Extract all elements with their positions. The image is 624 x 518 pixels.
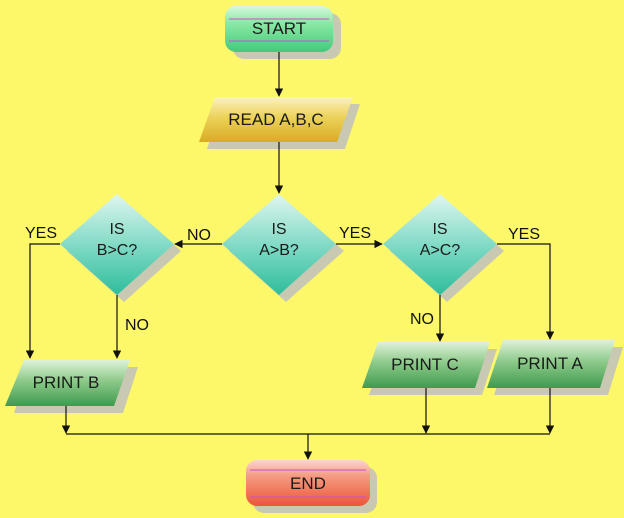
edge-label-bc-no: NO bbox=[125, 317, 149, 334]
edge-label-ac-no: NO bbox=[410, 311, 434, 328]
decision-ab-line2: A>B? bbox=[259, 242, 299, 259]
decision-ab-node bbox=[222, 194, 344, 302]
edge-label-ab-no: NO bbox=[187, 227, 211, 244]
decision-ab-label: IS A>B? bbox=[229, 222, 329, 259]
edge-label-ac-yes: YES bbox=[508, 226, 541, 243]
connectors bbox=[25, 52, 555, 460]
print-a-node bbox=[487, 340, 623, 395]
read-node bbox=[199, 97, 360, 149]
print-b-node bbox=[5, 360, 138, 413]
print-b-label: PRINT B bbox=[32, 373, 100, 392]
end-node bbox=[246, 460, 377, 513]
read-label: READ A,B,C bbox=[228, 110, 324, 129]
print-c-label: PRINT C bbox=[391, 355, 459, 374]
start-label: START bbox=[251, 19, 307, 38]
end-label: END bbox=[290, 474, 326, 493]
decision-ac-line1: IS bbox=[432, 221, 448, 238]
edge-ac-yes bbox=[497, 243, 555, 340]
edge-bc-yes bbox=[25, 243, 60, 359]
edge-label-bc-yes: YES bbox=[25, 225, 58, 242]
decision-ac-line2: A>C? bbox=[419, 242, 461, 259]
decision-bc-node bbox=[60, 194, 181, 302]
decision-bc-label: IS B>C? bbox=[67, 222, 167, 259]
decision-bc-line2: B>C? bbox=[96, 242, 138, 259]
edge-label-ab-yes: YES bbox=[339, 225, 372, 242]
decision-ac-node bbox=[383, 194, 504, 302]
decision-ab-line1: IS bbox=[271, 221, 287, 238]
start-node bbox=[225, 6, 341, 59]
print-c-node bbox=[362, 342, 497, 395]
decision-ac-label: IS A>C? bbox=[390, 222, 490, 259]
decision-bc-line1: IS bbox=[109, 221, 125, 238]
print-a-label: PRINT A bbox=[517, 354, 583, 373]
